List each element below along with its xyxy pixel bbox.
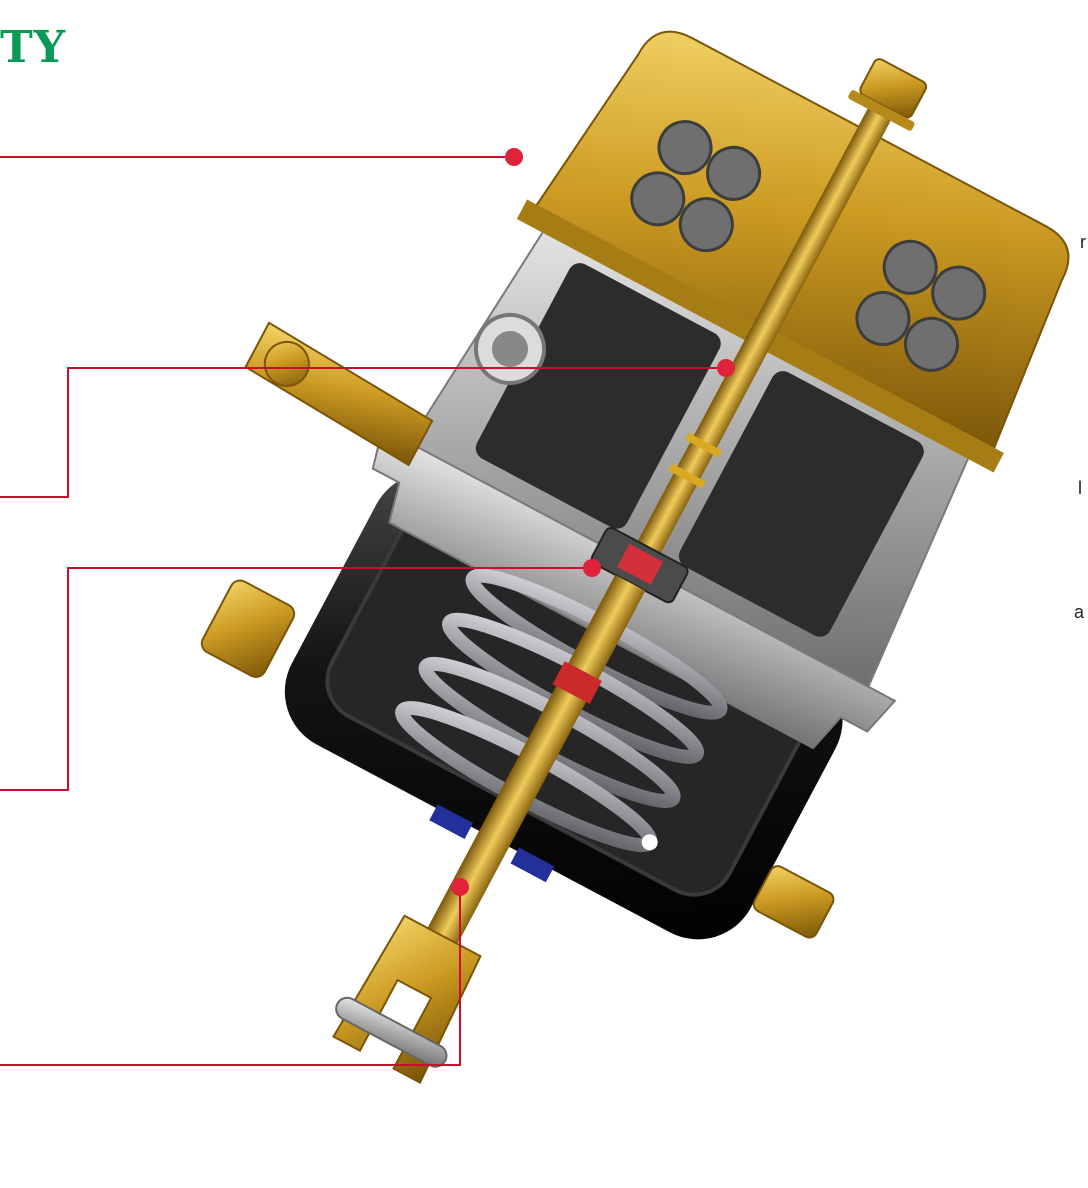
bolt-ring-1	[684, 432, 723, 458]
callout-dot-push-rod	[717, 359, 735, 377]
clevis	[332, 914, 482, 1084]
bolt-ring-2	[668, 463, 706, 489]
upper-cavity-left	[475, 263, 721, 529]
air-port-upper-hole	[491, 330, 528, 367]
text-fragment-r: r	[1080, 232, 1086, 252]
text-fragment-l: l	[1078, 478, 1082, 498]
mounting-tab-right	[752, 865, 835, 939]
bracket-bolt-head	[263, 340, 310, 387]
lower-seal-left	[429, 804, 474, 840]
leader-push-rod	[0, 367, 726, 498]
upper-cavity-right	[678, 371, 924, 637]
callout-dot-lower-seal	[451, 878, 469, 896]
heading-fragment: TY	[0, 22, 67, 73]
callout-dot-diaphragm-seal	[583, 559, 601, 577]
lower-seal-right	[510, 847, 555, 883]
clevis-pin	[335, 996, 448, 1068]
release-bolt	[618, 82, 905, 589]
text-fragment-a: a	[1074, 602, 1085, 622]
push-rod	[427, 574, 646, 944]
diaphragm-seal-red	[617, 543, 664, 585]
leader-diaphragm-seal	[0, 567, 592, 791]
service-port-fitting	[200, 579, 296, 678]
callout-dot-spring-housing	[505, 148, 523, 166]
callout-dots	[451, 148, 735, 896]
leader-lower-seal	[0, 887, 461, 1066]
push-rod-red-ring	[552, 661, 602, 704]
release-bolt-nut	[859, 58, 928, 119]
callout-lines	[0, 156, 726, 1066]
mounting-bracket-left	[244, 321, 434, 467]
power-spring-coils	[630, 120, 987, 372]
chamber-vent-hole	[641, 834, 658, 851]
release-bolt-washer	[848, 90, 915, 131]
